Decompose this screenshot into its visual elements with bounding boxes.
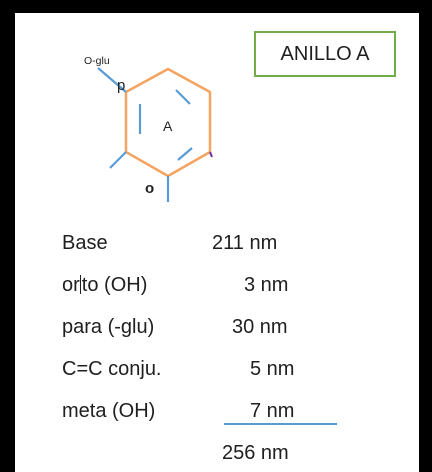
bond-right-stub — [209, 151, 213, 158]
position-para-label: p — [117, 77, 125, 94]
calc-total-value: 256 nm — [222, 442, 289, 464]
calc-name: para (-glu) — [62, 316, 155, 338]
ring-label-a: A — [163, 118, 173, 134]
text-cursor — [80, 275, 82, 294]
calc-value: 3 nm — [244, 274, 289, 296]
calc-value: 211 nm — [212, 232, 278, 254]
calc-name: C=C conju. — [62, 358, 162, 380]
position-orto-label: o — [145, 180, 154, 197]
ring-a-label-box: ANILLO A — [254, 31, 396, 77]
calc-value: 7 nm — [250, 400, 295, 422]
calc-value: 5 nm — [250, 358, 295, 380]
inner-bond-1 — [175, 89, 191, 105]
calc-value: 30 nm — [232, 316, 288, 338]
bond-left — [109, 151, 127, 169]
calc-name-part-2: to (OH) — [81, 274, 148, 296]
ring-a-label: ANILLO A — [280, 42, 370, 65]
calc-name: meta (OH) — [62, 400, 156, 422]
bond-o-glu — [97, 67, 127, 93]
substituent-o-glu: O-glu — [84, 55, 110, 67]
calc-name-part-1: or — [62, 274, 80, 296]
sum-underline — [224, 423, 337, 425]
inner-bond-3 — [177, 147, 193, 161]
calc-name: Base — [62, 232, 108, 254]
